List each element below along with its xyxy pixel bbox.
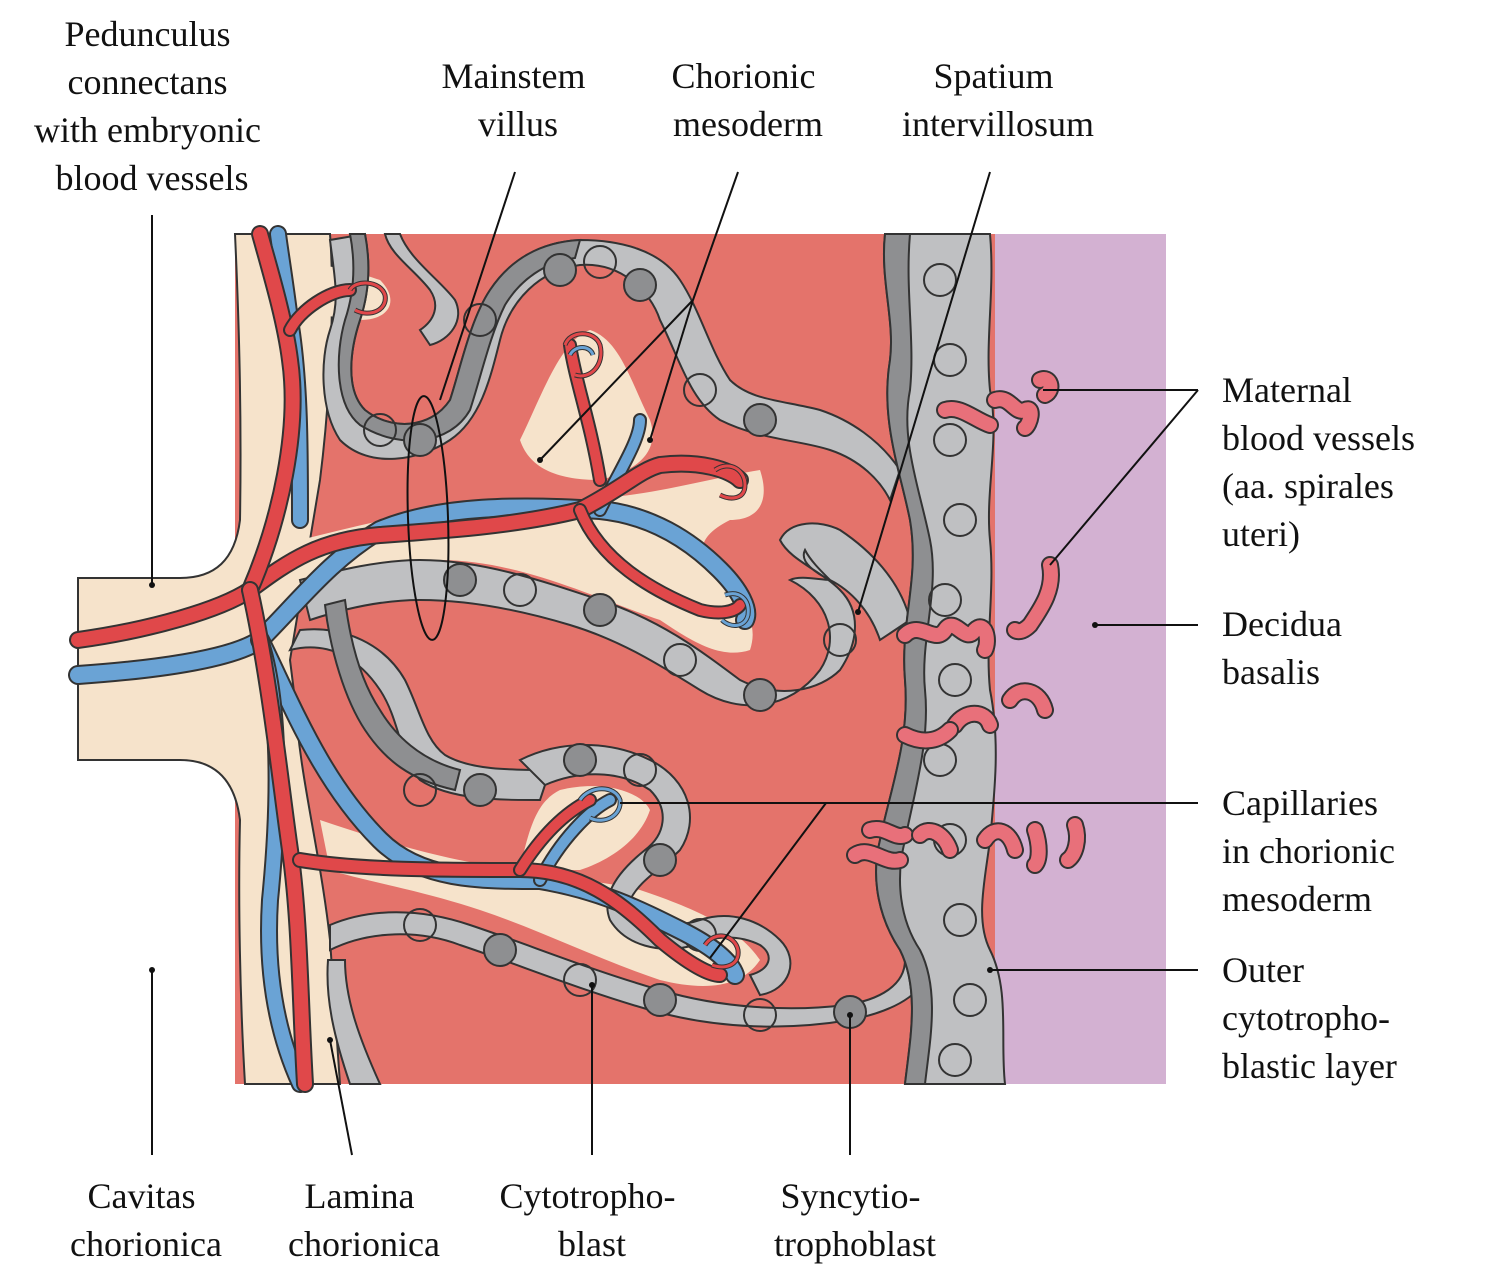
label-cavitas-chorionica: Cavitas chorionica [70,1176,222,1264]
decidua-basalis-region [985,234,1166,1084]
label-decidua-basalis: Decidua basalis [1222,604,1351,692]
label-cytotrophoblast: Cytotropho- blast [500,1176,685,1264]
label-pedunculus: Pedunculus connectans with embryonic blo… [34,14,270,198]
label-maternal-blood-vessels: Maternal blood vessels (aa. spirales ute… [1222,370,1424,554]
label-lamina-chorionica: Lamina chorionica [288,1176,440,1264]
label-chorionic-mesoderm: Chorionic mesoderm [672,56,825,144]
label-syncytiotrophoblast: Syncytio- trophoblast [774,1176,936,1264]
label-spatium-intervillosum: Spatium intervillosum [902,56,1094,144]
label-mainstem-villus: Mainstem villus [442,56,595,144]
label-outer-cytotrophoblastic-layer: Outer cytotropho- blastic layer [1222,950,1399,1086]
label-capillaries: Capillaries in chorionic mesoderm [1222,783,1404,919]
